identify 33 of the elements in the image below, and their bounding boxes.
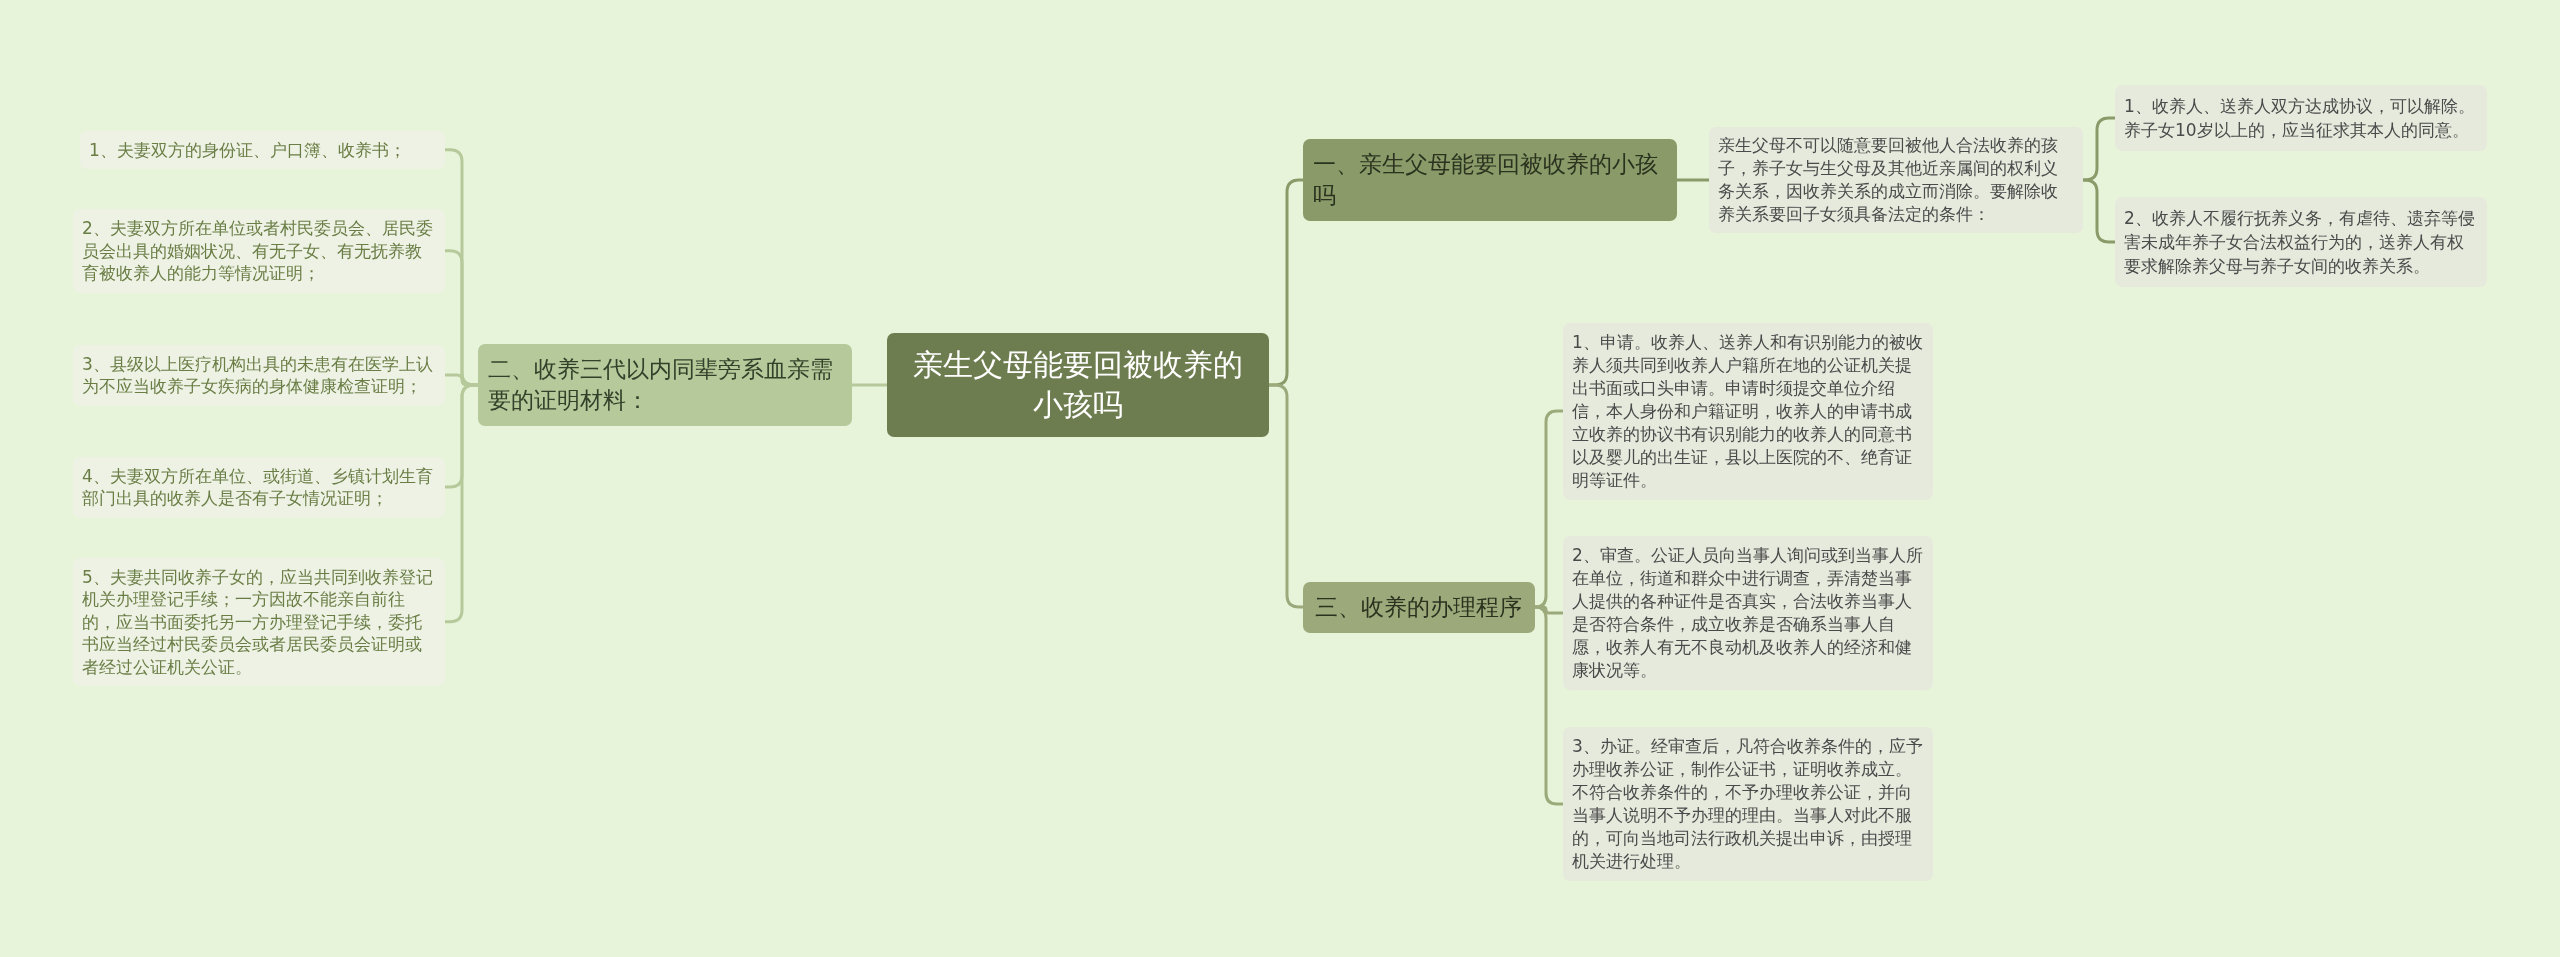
note-card — [73, 209, 445, 293]
connector-line — [1677, 178, 1709, 182]
note-card — [73, 344, 445, 406]
note-text: 1、申请。收养人、送养人和有识别能力的被收养人须共同到收养人户籍所在地的公证机关提出书面或口头申请。申请时须提交单位介绍信，本人身份和户籍证明，收养人的申请书成立收养的协议书有识别能力的收养人的同意书以及婴儿的出生证，县以上医院的不、绝育证明等证件。 — [1572, 330, 1924, 492]
note-text: 2、收养人不履行抚养义务，有虐待、遗弃等侵害未成年养子女合法权益行为的，送养人有权要求解除养父母与养子女间的收养关系。 — [2124, 207, 2476, 278]
branch-topic-text: 一、亲生父母能要回被收养的小孩吗 — [1313, 150, 1659, 210]
note-text: 2、审查。公证人员向当事人询问或到当事人所在单位，街道和群众中进行调查，弄清楚当事人提供的各种证件是否真实，合法收养当事人是否符合条件，成立收养是否确系当事人自愿，收养人有无不良动机及收养人的经济和健康状况等。 — [1572, 544, 1924, 682]
note-text: 亲生父母不可以随意要回被他人合法收养的孩子，养子女与生父母及其他近亲属间的权利义务关系，因收养关系的成立而消除。要解除收养关系要回子女须具备法定的条件： — [1718, 134, 2059, 226]
note-card — [2115, 85, 2487, 151]
connector-line — [852, 383, 887, 387]
connector-line — [1533, 605, 1563, 806]
branch-topic-box — [1303, 581, 1535, 633]
connector-line — [2082, 116, 2115, 182]
note-card — [73, 456, 445, 518]
note-card — [2115, 197, 2487, 287]
note-text: 1、收养人、送养人双方达成协议，可以解除。养子女10岁以上的，应当征求其本人的同意。 — [2124, 95, 2476, 142]
branch-topic-box — [1303, 139, 1677, 221]
note-text: 3、办证。经审查后，凡符合收养条件的，应予办理收养公证，制作公证书，证明收养成立。不符合收养条件的，不予办理收养公证，并向当事人说明不予办理的理由。当事人对此不服的，可向当地司法行政机关提出申诉，由授理机关进行处理。 — [1572, 735, 1924, 873]
note-text: 2、夫妻双方所在单位或者村民委员会、居民委员会出具的婚姻状况、有无子女、有无抚养教育被收养人的能力等情况证明； — [82, 217, 434, 285]
note-text: 5、夫妻共同收养子女的，应当共同到收养登记机关办理登记手续；一方因故不能亲自前往的，应当书面委托另一方办理登记手续，委托书应当经过村民委员会或者居民委员会证明或者经过公证机关公证。 — [82, 565, 434, 678]
branch-topic-text: 二、收养三代以内同辈旁系血亲需要的证明材料： — [488, 355, 834, 415]
note-text: 3、县级以上医疗机构出具的未患有在医学上认为不应当收养子女疾病的身体健康检查证明； — [82, 352, 434, 398]
note-card — [1709, 127, 2083, 233]
branch-topic-text: 三、收养的办理程序 — [1315, 592, 1523, 622]
branch-topic-box — [478, 344, 852, 426]
note-card — [73, 557, 445, 686]
connector-line — [2082, 178, 2115, 244]
central-topic-text: 亲生父母能要回被收养的小孩吗 — [912, 346, 1244, 424]
note-card — [80, 130, 445, 169]
connector-line — [1533, 409, 1563, 609]
note-text: 1、夫妻双方的身份证、户口簿、收养书； — [89, 138, 407, 161]
central-topic-box — [887, 333, 1269, 437]
note-text: 4、夫妻双方所在单位、或街道、乡镇计划生育部门出具的收养人是否有子女情况证明； — [82, 464, 434, 510]
